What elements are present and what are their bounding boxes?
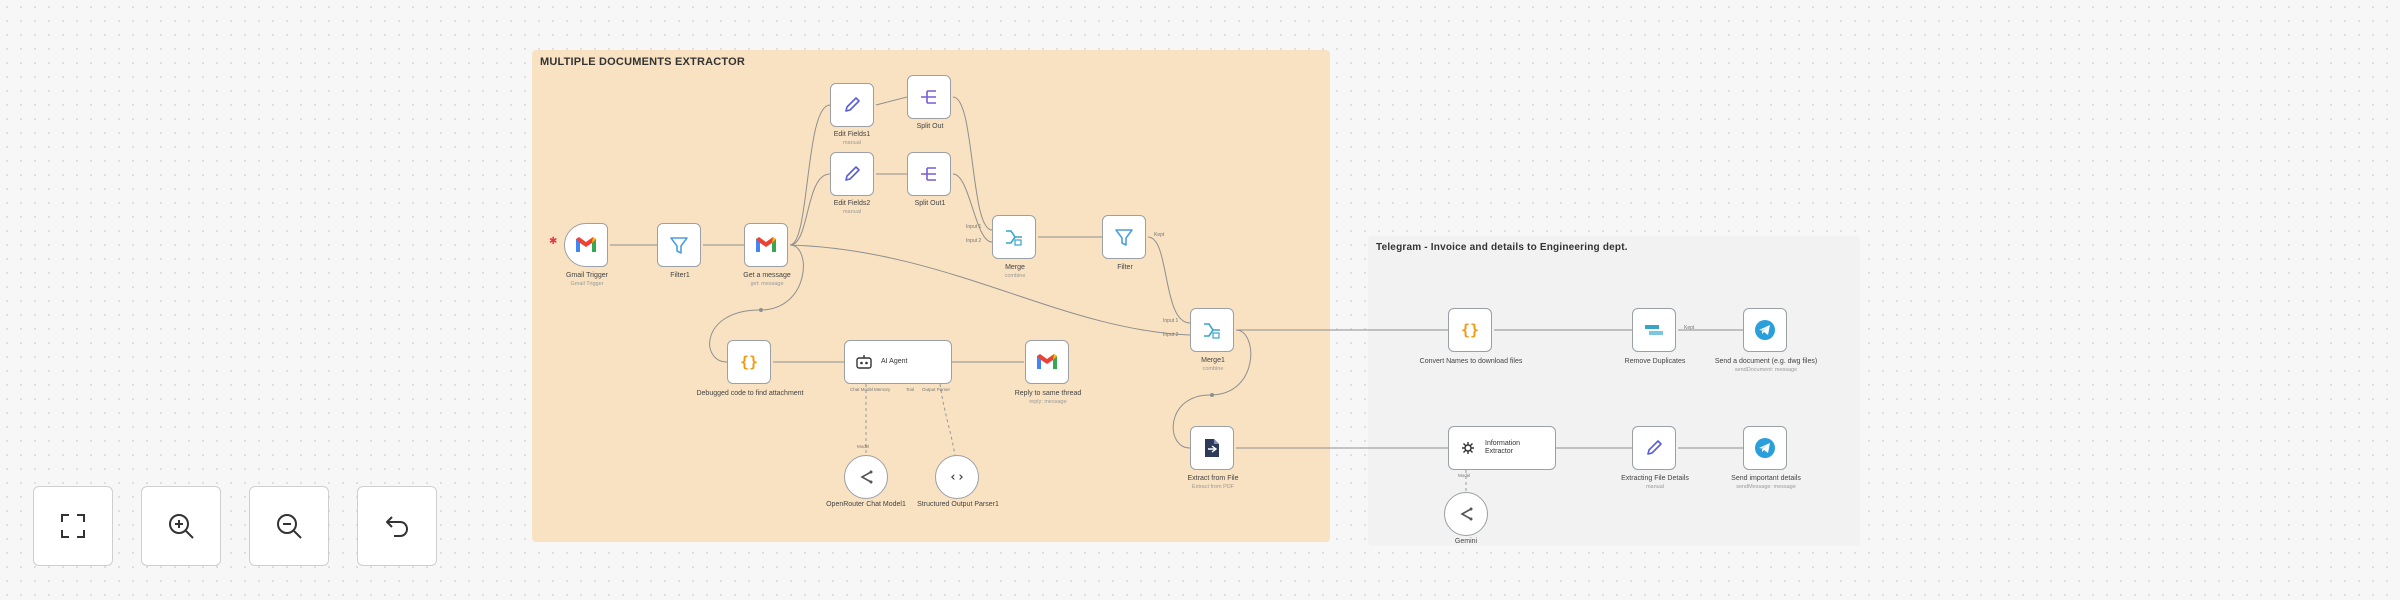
port-label: Input 1 (966, 224, 982, 230)
node-reply-to-same-thread[interactable] (1025, 340, 1069, 384)
filter-icon (668, 234, 690, 256)
robot-icon (855, 354, 873, 370)
remove-duplicates-icon (1643, 322, 1665, 338)
split-icon (918, 86, 940, 108)
filter-icon (1113, 226, 1135, 248)
port-label: Chat Model (850, 387, 874, 392)
code-braces-icon: {} (739, 353, 759, 371)
openrouter-icon (856, 467, 876, 487)
node-send-document[interactable] (1743, 308, 1787, 352)
port-label: Output Parser (922, 387, 951, 392)
fit-view-icon (58, 511, 88, 541)
merge-icon (1201, 319, 1223, 341)
node-extracting-file-details[interactable] (1632, 426, 1676, 470)
node-get-a-message[interactable] (744, 223, 788, 267)
sticky-telegram[interactable]: Telegram - Invoice and details to Engine… (1368, 236, 1860, 546)
node-gmail-trigger[interactable] (564, 223, 608, 267)
port-label: Input 2 (966, 238, 982, 244)
gmail-icon (1036, 354, 1058, 370)
merge-icon (1003, 226, 1025, 248)
node-merge1[interactable] (1190, 308, 1234, 352)
extractor-icon (1459, 439, 1477, 457)
pencil-icon (842, 164, 862, 184)
node-information-extractor[interactable]: Information Extractor (1448, 426, 1556, 470)
trigger-marker-icon: ✱ (549, 236, 557, 247)
code-brackets-icon: ‹› (949, 469, 965, 485)
fit-view-button[interactable] (33, 486, 113, 566)
node-label: Remove Duplicates (1624, 358, 1686, 365)
node-split-out[interactable] (907, 75, 951, 119)
node-structured-output-parser[interactable]: ‹› (935, 455, 979, 499)
openrouter-icon (1456, 504, 1476, 524)
undo-icon (382, 511, 412, 541)
telegram-icon (1754, 437, 1776, 459)
zoom-in-icon (166, 511, 196, 541)
node-label: Structured Output Parser1 (917, 501, 999, 508)
node-label: OpenRouter Chat Model1 (826, 501, 906, 508)
port-label: Tool (906, 387, 915, 392)
node-label: Split Out (916, 123, 944, 130)
node-edit-fields1[interactable] (830, 83, 874, 127)
port-label: Memory (874, 387, 891, 392)
node-label: Filter (1117, 264, 1133, 271)
node-gemini[interactable] (1444, 492, 1488, 536)
pencil-icon (842, 95, 862, 115)
zoom-in-button[interactable] (141, 486, 221, 566)
node-remove-duplicates[interactable] (1632, 308, 1676, 352)
node-filter1[interactable] (657, 223, 701, 267)
zoom-out-button[interactable] (249, 486, 329, 566)
node-label: Send a document (e.g. dwg files)sendDocu… (1714, 358, 1818, 374)
node-title: AI Agent (881, 357, 908, 365)
node-filter[interactable] (1102, 215, 1146, 259)
zoom-out-icon (274, 511, 304, 541)
gmail-icon (755, 237, 777, 253)
port-label: Input 1 (1163, 318, 1179, 324)
node-merge[interactable] (992, 215, 1036, 259)
node-openrouter-chat-model[interactable] (844, 455, 888, 499)
node-ai-agent[interactable]: AI Agent (844, 340, 952, 384)
sticky-title: Telegram - Invoice and details to Engine… (1376, 242, 1628, 253)
reset-zoom-button[interactable] (357, 486, 437, 566)
node-convert-names[interactable]: {} (1448, 308, 1492, 352)
sticky-title: MULTIPLE DOCUMENTS EXTRACTOR (540, 56, 746, 68)
pencil-icon (1644, 438, 1664, 458)
file-extract-icon (1202, 437, 1222, 459)
node-send-important-details[interactable] (1743, 426, 1787, 470)
node-label: Convert Names to download files (1419, 358, 1523, 365)
node-label: Filter1 (670, 272, 690, 279)
node-extract-from-file[interactable] (1190, 426, 1234, 470)
code-braces-icon: {} (1460, 321, 1480, 339)
node-title: Information Extractor (1485, 439, 1521, 455)
node-debugged-code[interactable]: {} (727, 340, 771, 384)
node-label: Debugged code to find attachment (696, 390, 804, 397)
telegram-icon (1754, 319, 1776, 341)
node-split-out1[interactable] (907, 152, 951, 196)
gmail-icon (575, 237, 597, 253)
port-label: Model (1458, 473, 1471, 478)
port-label: Input 2 (1163, 332, 1179, 338)
node-edit-fields2[interactable] (830, 152, 874, 196)
port-label: Kept (1154, 232, 1165, 238)
port-label: Model (857, 444, 870, 449)
node-label: Split Out1 (914, 200, 946, 207)
node-label: Gemini (1454, 538, 1478, 545)
port-label: Kept (1684, 325, 1695, 331)
split-icon (918, 163, 940, 185)
